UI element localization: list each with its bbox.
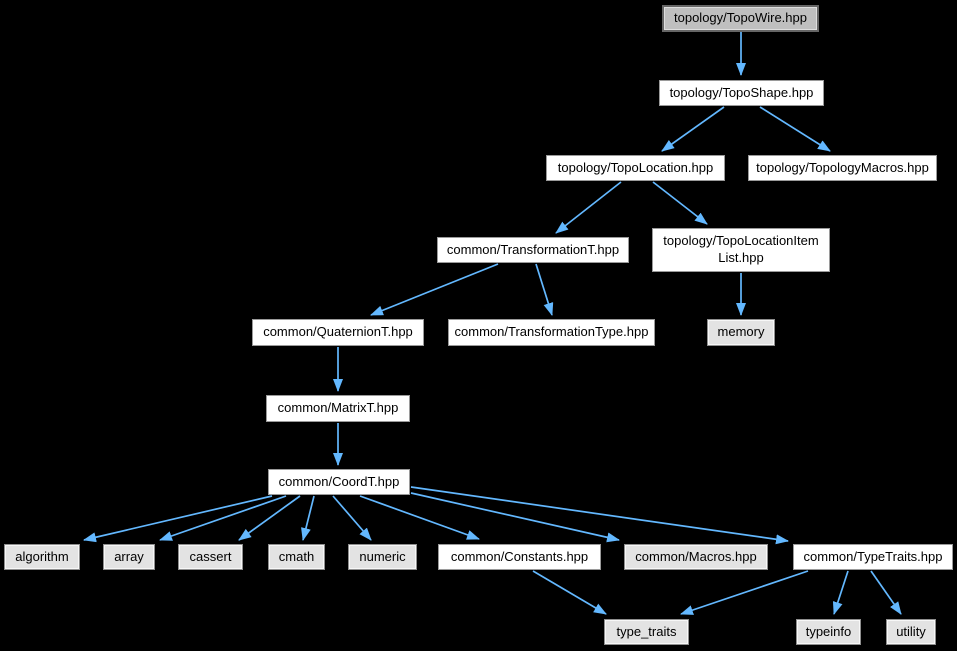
- edge-coord-t-to-numeric: [332, 495, 372, 541]
- node-cmath[interactable]: cmath: [268, 544, 325, 570]
- node-topo-location[interactable]: topology/TopoLocation.hpp: [546, 155, 725, 181]
- node-utility[interactable]: utility: [886, 619, 936, 645]
- edge-topo-location-to-topo-location-item-list: [652, 181, 708, 225]
- edge-coord-t-to-array: [159, 495, 287, 541]
- edge-coord-t-to-constants: [359, 495, 480, 540]
- edge-coord-t-to-cmath: [301, 495, 315, 541]
- node-transformation-type[interactable]: common/TransformationType.hpp: [448, 319, 655, 346]
- edge-constants-to-type-traits: [532, 570, 607, 615]
- node-coord-t[interactable]: common/CoordT.hpp: [268, 469, 410, 495]
- node-quaternion-t[interactable]: common/QuaternionT.hpp: [252, 319, 424, 346]
- node-macros[interactable]: common/Macros.hpp: [624, 544, 768, 570]
- node-transformation-t[interactable]: common/TransformationT.hpp: [437, 237, 629, 263]
- node-topo-shape[interactable]: topology/TopoShape.hpp: [659, 80, 824, 106]
- node-algorithm[interactable]: algorithm: [4, 544, 80, 570]
- edge-coord-t-to-macros: [410, 492, 620, 543]
- edge-topo-shape-to-topo-location: [661, 106, 725, 152]
- node-array[interactable]: array: [103, 544, 155, 570]
- edge-type-traits-hpp-to-type-traits: [680, 570, 809, 615]
- node-cassert[interactable]: cassert: [178, 544, 243, 570]
- edge-topo-location-to-transformation-t: [555, 181, 622, 234]
- edge-transformation-t-to-quaternion-t: [370, 263, 499, 316]
- node-type-traits-hpp[interactable]: common/TypeTraits.hpp: [793, 544, 953, 570]
- edge-coord-t-to-type-traits-hpp: [410, 486, 789, 545]
- edge-transformation-t-to-transformation-type: [535, 263, 554, 316]
- node-topo-location-item-list[interactable]: topology/TopoLocationItem List.hpp: [652, 228, 830, 272]
- node-numeric[interactable]: numeric: [348, 544, 417, 570]
- node-type-traits[interactable]: type_traits: [604, 619, 689, 645]
- node-topo-wire[interactable]: topology/TopoWire.hpp: [662, 5, 819, 32]
- node-topology-macros[interactable]: topology/TopologyMacros.hpp: [748, 155, 937, 181]
- node-constants[interactable]: common/Constants.hpp: [438, 544, 601, 570]
- node-matrix-t[interactable]: common/MatrixT.hpp: [266, 395, 410, 422]
- edge-topo-shape-to-topology-macros: [759, 106, 831, 152]
- node-memory[interactable]: memory: [707, 319, 775, 346]
- edge-type-traits-hpp-to-utility: [870, 570, 902, 615]
- edge-type-traits-hpp-to-typeinfo: [832, 570, 849, 615]
- edge-coord-t-to-algorithm: [83, 495, 273, 543]
- node-typeinfo[interactable]: typeinfo: [796, 619, 861, 645]
- edge-coord-t-to-cassert: [238, 495, 301, 541]
